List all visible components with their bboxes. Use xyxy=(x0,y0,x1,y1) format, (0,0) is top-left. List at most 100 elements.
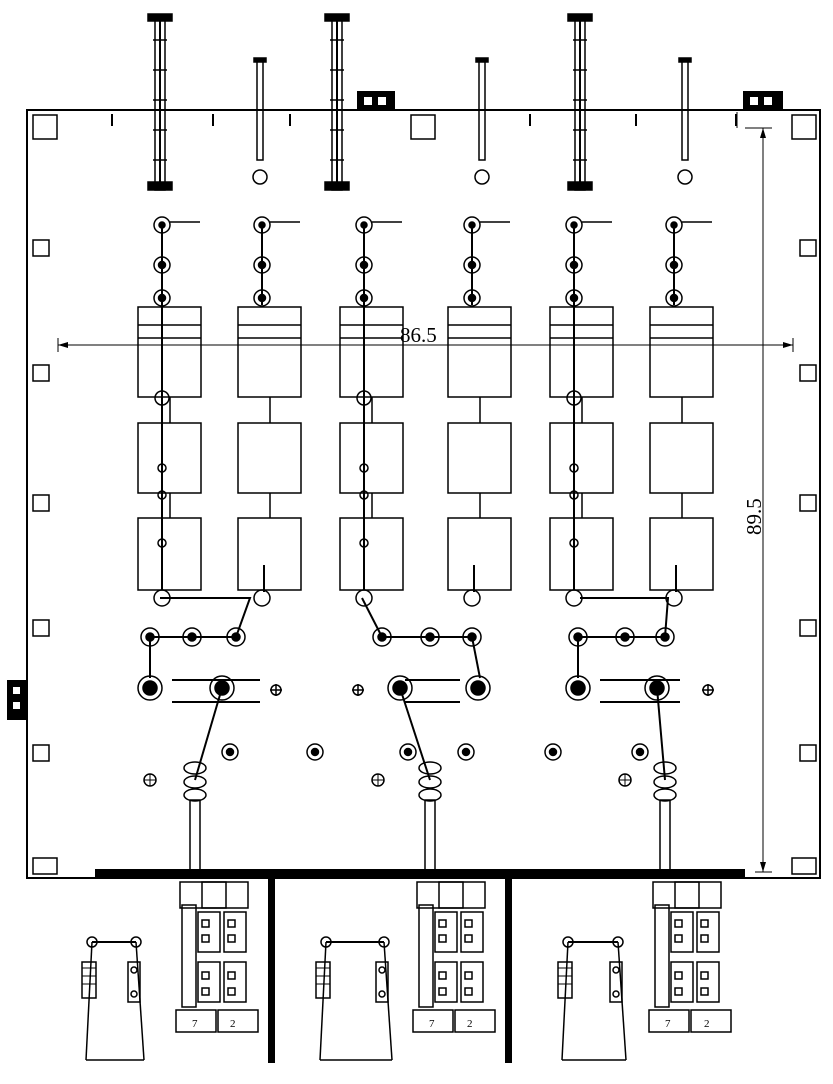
corner-mount-top-mid xyxy=(410,114,436,140)
insulator-disc xyxy=(653,788,677,802)
tall-insulator-1 xyxy=(147,13,173,191)
terminal-screw xyxy=(201,919,210,928)
crosshair-stud-1 xyxy=(143,773,157,787)
terminal-block-2 xyxy=(412,881,496,1033)
mounting-stud-5 xyxy=(544,743,562,761)
switch-set-3 xyxy=(565,597,714,873)
dimension-width-label: 86.5 xyxy=(400,323,437,347)
stud-dot xyxy=(548,747,558,757)
short-insulator-cap xyxy=(253,57,267,63)
breaker-box-top xyxy=(649,306,714,398)
stud-dot xyxy=(461,747,471,757)
side-slot-right-2 xyxy=(799,364,817,382)
dimension-height-label: 89.5 xyxy=(742,498,766,535)
outlet-circle xyxy=(463,589,481,607)
insulator-cap-bottom xyxy=(324,181,350,191)
terminal-foot-left xyxy=(412,1009,454,1033)
breaker-box-bottom xyxy=(237,517,302,591)
tall-insulator-3 xyxy=(567,13,593,191)
outlet-circle xyxy=(565,589,583,607)
contact-link xyxy=(160,597,252,638)
bracket-switch xyxy=(609,961,623,1003)
block-header xyxy=(416,881,486,909)
disconnect-core xyxy=(142,680,158,696)
terminal-screw xyxy=(201,934,210,943)
crosshair-stud-2 xyxy=(371,773,385,787)
wire-node-small xyxy=(157,463,167,473)
wire-node xyxy=(154,390,170,406)
terminal-screw xyxy=(227,919,236,928)
internal-wiring-2 xyxy=(356,305,372,590)
switch-set-1 xyxy=(137,597,282,873)
block-header-inner xyxy=(438,881,464,909)
insulator-disc xyxy=(653,775,677,789)
terminal-label-3: 7 xyxy=(429,1018,435,1030)
insulator-disc xyxy=(183,761,207,775)
mounting-stud-6 xyxy=(631,743,649,761)
contact-link xyxy=(580,597,670,638)
corner-mount-bottom-right xyxy=(791,857,817,875)
block-left-rail xyxy=(418,904,434,1008)
terminal-screw xyxy=(700,934,709,943)
ground-insulator xyxy=(653,761,677,873)
breaker-box-mid xyxy=(339,422,404,494)
crosshair-stud-3 xyxy=(618,773,632,787)
corner-mount-top-left xyxy=(32,114,58,140)
wire-node-small xyxy=(569,490,579,500)
short-insulator-3 xyxy=(677,57,693,185)
switching-section xyxy=(137,597,714,873)
terminal-screw xyxy=(674,987,683,996)
block-header xyxy=(652,881,722,909)
terminal-screw xyxy=(201,971,210,980)
disconnect-ring xyxy=(387,675,413,701)
block-cell xyxy=(434,961,458,1003)
insulator-disc xyxy=(418,761,442,775)
disconnect-core xyxy=(470,680,486,696)
insulator-base-circle xyxy=(474,169,490,185)
terminal-screw xyxy=(438,971,447,980)
short-insulator-1 xyxy=(252,57,268,185)
side-slot-left-4 xyxy=(32,619,50,637)
bottom-terminal-assemblies xyxy=(81,881,732,1061)
stud-ring xyxy=(399,743,417,761)
terminal-screw xyxy=(700,987,709,996)
phase-column-5 xyxy=(549,216,614,607)
terminal-screw xyxy=(227,934,236,943)
bracket-assembly-right xyxy=(557,936,627,1061)
terminal-screw xyxy=(674,971,683,980)
insulator-disc xyxy=(183,788,207,802)
breaker-box-top xyxy=(447,306,512,398)
mounting-stud-4 xyxy=(457,743,475,761)
block-cell xyxy=(223,911,247,953)
stud-dot xyxy=(403,747,413,757)
switch-pin xyxy=(612,990,620,998)
side-slot-left-2 xyxy=(32,364,50,382)
terminal-screw xyxy=(674,919,683,928)
insulator-base-circle xyxy=(677,169,693,185)
phase-column-2 xyxy=(237,216,302,607)
contact-drop xyxy=(471,636,481,679)
breaker-box-top xyxy=(237,306,302,398)
block-cell xyxy=(670,961,694,1003)
block-header-inner xyxy=(674,881,700,909)
insulator-base-circle xyxy=(252,169,268,185)
breaker-box-mid xyxy=(549,422,614,494)
side-slot-left-1 xyxy=(32,239,50,257)
breaker-box-bottom xyxy=(549,517,614,591)
block-cell xyxy=(670,911,694,953)
insulator-cap-bottom xyxy=(147,181,173,191)
bracket-coil xyxy=(81,961,97,999)
terminal-label-2: 2 xyxy=(230,1018,236,1030)
bracket-coil xyxy=(557,961,573,999)
terminal-screw xyxy=(227,971,236,980)
switch-pin xyxy=(612,966,620,974)
short-insulator-cap xyxy=(475,57,489,63)
terminal-screw xyxy=(227,987,236,996)
block-cell xyxy=(434,911,458,953)
breaker-box-mid xyxy=(447,422,512,494)
switch-pin xyxy=(130,966,138,974)
insulator-stem xyxy=(424,799,436,873)
terminal-screw xyxy=(464,934,473,943)
